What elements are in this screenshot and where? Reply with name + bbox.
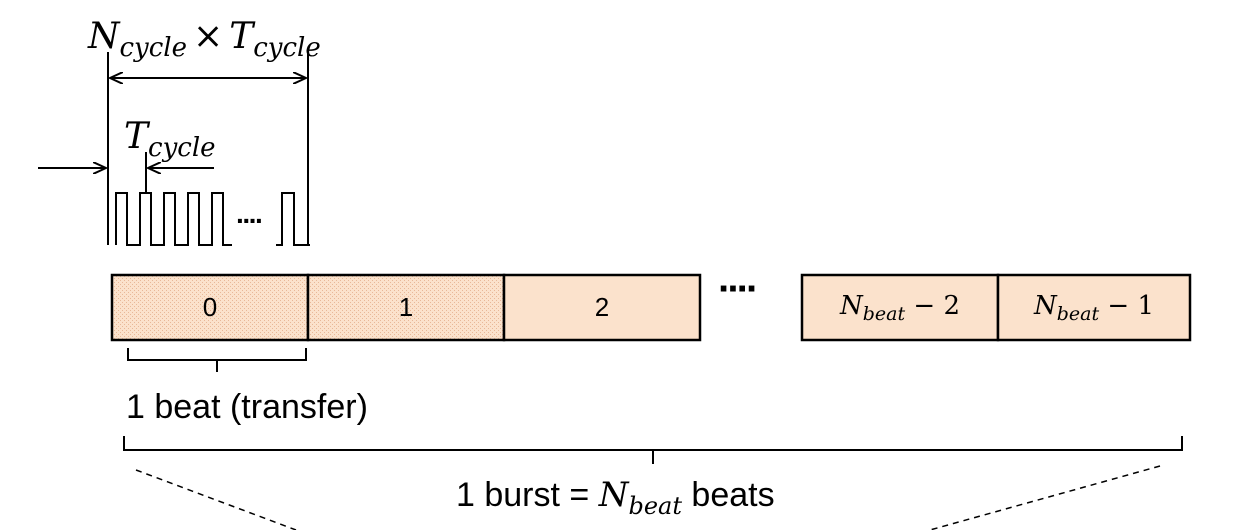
clock-ellipsis: ···· (236, 205, 261, 236)
beat-label: 2 (595, 292, 609, 322)
beat-label: Nbeat − 2 (839, 291, 960, 325)
beat-label: 1 (399, 292, 413, 322)
clock-waveform (115, 192, 232, 246)
dashed-line-left (135, 469, 297, 530)
beat-0: 0 (110, 273, 310, 342)
dashed-line-right (929, 465, 1161, 530)
beat-2: 2 (502, 273, 702, 342)
tcycle-label: Tcycle (124, 116, 216, 163)
beat-nbeat-minus-1: Nbeat − 1 (996, 273, 1192, 342)
clock-waveform-tail (276, 192, 310, 246)
beat-label: 0 (203, 292, 217, 322)
beat-label: Nbeat − 1 (1033, 291, 1154, 325)
burst-bracket (123, 436, 1183, 464)
beat-description: 1 beat (transfer) (126, 388, 368, 426)
burst-description: 1 burst = Nbeat beats (456, 475, 775, 520)
beat-bracket (127, 348, 307, 372)
beats-ellipsis: ···· (718, 267, 755, 311)
beat-1: 1 (306, 273, 506, 342)
beat-nbeat-minus-2: Nbeat − 2 (800, 273, 1000, 342)
ncycle-times-tcycle-label: Ncycle×Tcycle (87, 16, 321, 63)
